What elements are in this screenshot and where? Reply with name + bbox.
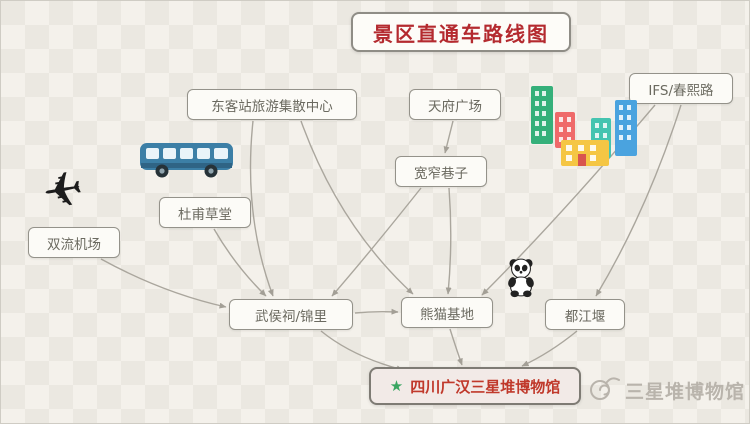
- edge-dongkezhan-to-pandabase: [300, 120, 414, 295]
- node-dujiangyan: 都江堰: [545, 299, 625, 330]
- edge-pandabase-to-museum: [449, 328, 463, 366]
- edge-wuhou-to-pandabase: [354, 308, 399, 315]
- node-dongkezhan: 东客站旅游集散中心: [187, 89, 357, 120]
- edge-wuhou-to-museum: [320, 330, 404, 372]
- node-kuanzhai: 宽窄巷子: [395, 156, 487, 187]
- node-museum: ★ 四川广汉三星堆博物馆: [369, 367, 581, 405]
- node-label: 杜甫草堂: [178, 206, 232, 223]
- watermark-text: 三星堆博物馆: [625, 380, 746, 403]
- panda-icon: [502, 256, 540, 302]
- node-pandabase: 熊猫基地: [401, 297, 493, 328]
- edge-shuangliu-to-wuhou: [100, 258, 227, 309]
- node-label: 熊猫基地: [420, 306, 474, 323]
- edge-dongkezhan-to-wuhou: [249, 120, 274, 297]
- node-dufu: 杜甫草堂: [159, 197, 251, 228]
- node-label: 都江堰: [564, 308, 606, 325]
- node-label: 天府广场: [428, 98, 482, 115]
- watermark: 三星堆博物馆: [587, 373, 745, 407]
- airplane-glyph: ✈: [38, 159, 88, 223]
- node-tianfu: 天府广场: [409, 89, 501, 120]
- edge-tianfu-to-kuanzhai: [443, 120, 454, 154]
- node-label: 双流机场: [47, 236, 101, 253]
- node-label: 四川广汉三星堆博物馆: [410, 377, 561, 396]
- node-label: 宽窄巷子: [414, 165, 468, 182]
- node-label: IFS/春熙路: [648, 82, 714, 99]
- node-label: 东客站旅游集散中心: [211, 98, 333, 115]
- edge-kuanzhai-to-wuhou: [331, 187, 422, 297]
- city-buildings-icon: [527, 84, 643, 172]
- node-shuangliu: 双流机场: [28, 227, 120, 258]
- edge-kuanzhai-to-pandabase: [445, 187, 452, 295]
- edge-dufu-to-wuhou: [213, 228, 267, 297]
- bus-icon: [139, 138, 235, 184]
- museum-logo-icon: [587, 373, 621, 407]
- node-ifs: IFS/春熙路: [629, 73, 733, 104]
- star-icon: ★: [389, 377, 404, 395]
- node-label: 武侯祠/锦里: [254, 308, 328, 325]
- page-title: 景区直通车路线图: [351, 12, 571, 52]
- edge-dujiangyan-to-museum: [521, 330, 578, 367]
- node-wuhou: 武侯祠/锦里: [229, 299, 353, 330]
- airplane-icon: ✈: [1, 155, 124, 226]
